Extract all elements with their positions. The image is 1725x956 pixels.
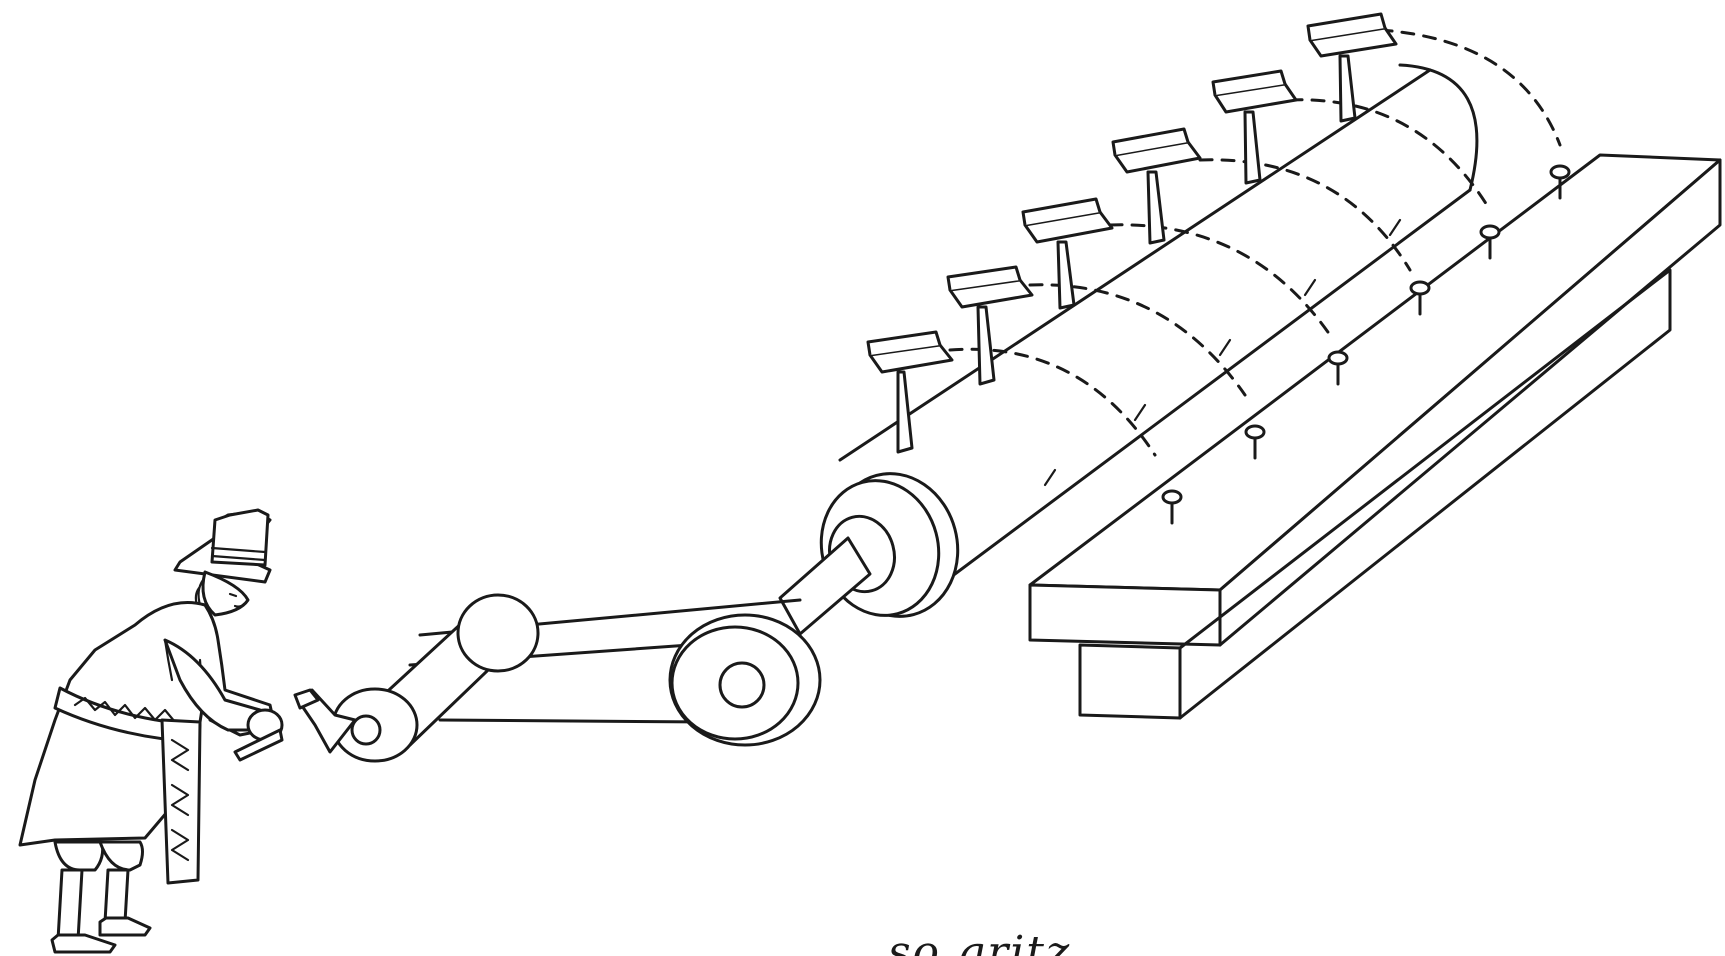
hammer-2-icon bbox=[946, 265, 1034, 386]
nail-6-icon bbox=[1549, 164, 1571, 200]
caption-text: ...so gritz bbox=[840, 927, 1072, 956]
operator-figure bbox=[18, 508, 284, 954]
legs bbox=[50, 840, 152, 954]
bench bbox=[1028, 153, 1722, 720]
small-roller bbox=[331, 593, 540, 763]
nail-4-icon bbox=[1409, 280, 1431, 316]
hammer-3-icon bbox=[1021, 197, 1114, 310]
top-hat-icon bbox=[173, 508, 272, 584]
hammer-1-icon bbox=[866, 330, 954, 454]
long-drum bbox=[838, 63, 1479, 617]
nail-5-icon bbox=[1479, 224, 1501, 260]
hammers bbox=[866, 12, 1398, 454]
hammer-4-icon bbox=[1111, 127, 1202, 245]
head bbox=[194, 570, 250, 617]
sash bbox=[53, 686, 202, 885]
hammer-6-icon bbox=[1306, 12, 1398, 123]
crank-handle-icon bbox=[293, 688, 357, 754]
nail-1-icon bbox=[1161, 489, 1183, 525]
nails bbox=[1161, 164, 1571, 525]
hammer-5-icon bbox=[1211, 69, 1298, 185]
axle bbox=[778, 536, 872, 636]
arm bbox=[163, 638, 284, 762]
nail-3-icon bbox=[1327, 350, 1349, 386]
nail-2-icon bbox=[1244, 424, 1266, 460]
